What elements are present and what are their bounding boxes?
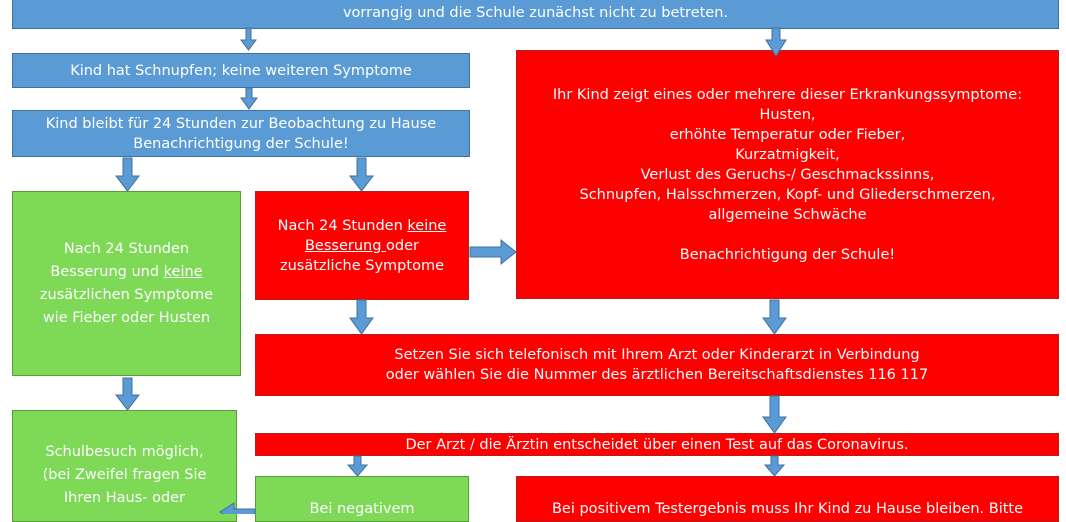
no-improvement-line-2: Besserung oder	[305, 236, 419, 256]
arrow-down-icon	[348, 157, 375, 192]
arrow-down-icon	[240, 87, 258, 110]
symptom-item: Husten,	[759, 106, 816, 123]
improved-line-3: zusätzlichen Symptome	[39, 286, 214, 303]
arrow-down-icon	[763, 455, 786, 477]
symptom-item: Schnupfen, Halsschmerzen, Kopf- und Glie…	[579, 186, 996, 203]
snuffle-box: Kind hat Schnupfen; keine weiteren Sympt…	[12, 53, 470, 88]
no-improvement-line-1-underlined: keine	[407, 217, 447, 234]
positive-line-1: Bei positivem Testergebnis muss Ihr Kind…	[551, 501, 1024, 517]
improved-line-2-text: Besserung und	[50, 263, 164, 280]
arrow-down-icon	[240, 27, 257, 51]
improved-box: Nach 24 Stunden Besserung und keine zusä…	[12, 191, 241, 376]
arrow-down-icon	[762, 299, 787, 335]
school-visit-line-3: Ihren Haus- oder	[63, 490, 186, 506]
symptom-item: erhöhte Temperatur oder Fieber,	[669, 126, 906, 143]
improved-line-1: Nach 24 Stunden	[63, 240, 190, 257]
negative-line-1: Bei negativem	[309, 501, 415, 517]
no-improvement-box: Nach 24 Stunden keine Besserung oder zus…	[255, 191, 469, 300]
school-visit-line-1: Schulbesuch möglich,	[45, 444, 204, 460]
arrow-left-icon	[219, 502, 256, 514]
observe-line-2: Benachrichtigung der Schule!	[133, 135, 349, 152]
top-banner-text: vorrangig und die Schule zunächst nicht …	[342, 5, 729, 21]
arrow-down-icon	[765, 27, 787, 57]
no-improvement-line-1: Nach 24 Stunden keine	[278, 216, 447, 236]
symptom-item: Kurzatmigkeit,	[735, 146, 840, 163]
improved-line-2: Besserung und keine	[50, 261, 202, 284]
symptom-item: allgemeine Schwäche	[708, 206, 867, 223]
school-visit-box: Schulbesuch möglich, (bei Zweifel fragen…	[12, 410, 237, 522]
arrow-down-icon	[762, 395, 787, 434]
arrow-down-icon	[114, 377, 141, 411]
arrow-down-icon	[346, 455, 369, 477]
top-banner-box: vorrangig und die Schule zunächst nicht …	[12, 0, 1059, 29]
no-improvement-line-3: zusätzliche Symptome	[279, 257, 444, 274]
symptoms-box: Ihr Kind zeigt eines oder mehrere dieser…	[516, 50, 1059, 299]
arrow-right-icon	[469, 238, 517, 266]
arrow-down-icon	[349, 299, 374, 335]
arrow-down-icon	[114, 157, 141, 192]
no-improvement-line-2-underlined: Besserung	[304, 237, 387, 254]
observe-box: Kind bleibt für 24 Stunden zur Beobachtu…	[12, 110, 470, 157]
symptoms-notice: Benachrichtigung der Schule!	[679, 246, 896, 263]
symptoms-intro: Ihr Kind zeigt eines oder mehrere dieser…	[552, 86, 1023, 103]
observe-line-1: Kind bleibt für 24 Stunden zur Beobachtu…	[45, 115, 437, 132]
call-doctor-box: Setzen Sie sich telefonisch mit Ihrem Ar…	[255, 334, 1059, 396]
no-improvement-line-1-text: Nach 24 Stunden	[277, 217, 408, 234]
school-visit-line-2: (bei Zweifel fragen Sie	[42, 467, 207, 483]
improved-line-4: wie Fieber oder Husten	[42, 309, 211, 326]
call-doctor-line-2: oder wählen Sie die Nummer des ärztliche…	[385, 367, 929, 383]
doctor-decides-text: Der Arzt / die Ärztin entscheidet über e…	[405, 436, 909, 453]
call-doctor-line-1: Setzen Sie sich telefonisch mit Ihrem Ar…	[394, 347, 920, 363]
improved-line-2-underlined: keine	[163, 263, 203, 280]
snuffle-text: Kind hat Schnupfen; keine weiteren Sympt…	[70, 62, 412, 79]
symptom-item: Verlust des Geruchs-/ Geschmackssinns,	[640, 166, 935, 183]
doctor-decides-box: Der Arzt / die Ärztin entscheidet über e…	[255, 433, 1059, 456]
no-improvement-line-2-text: oder	[386, 237, 420, 254]
